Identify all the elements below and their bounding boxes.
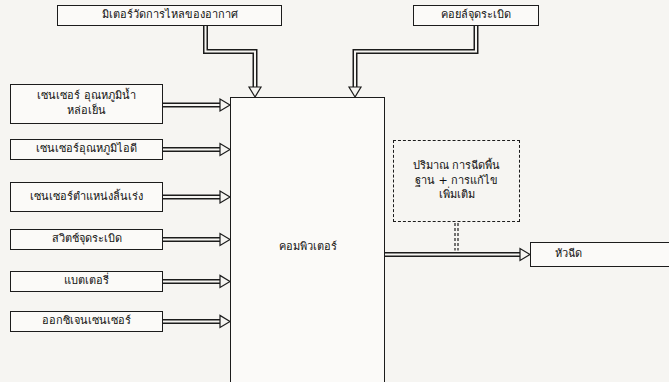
arrow-outline xyxy=(385,252,521,257)
signal-arrow xyxy=(163,144,230,156)
signal-arrow xyxy=(163,234,230,246)
arrow-head xyxy=(220,275,230,287)
node-label: เซนเซอร์อุณหภูมิไอดี xyxy=(36,142,137,157)
node-label: ปริมาณ การฉีดพื้นฐาน + การแก้ไขเพิ่มเติม xyxy=(409,159,505,204)
node-label: คอยล์จุดระเบิด xyxy=(441,8,511,23)
computer-box: คอมพิวเตอร์ xyxy=(230,97,385,382)
arrow-core xyxy=(385,254,521,256)
arrow-core xyxy=(163,149,221,151)
node-label: เซนเซอร์ อุณหภูมิน้ำหล่อเย็น xyxy=(28,89,146,119)
arrow-core xyxy=(163,320,221,322)
signal-arrow xyxy=(163,275,230,287)
arrow-head xyxy=(349,87,361,97)
arrow-head xyxy=(220,99,230,111)
node-label: ออกซิเจนเซนเซอร์ xyxy=(42,314,131,329)
node-label: คอมพิวเตอร์ xyxy=(279,240,337,255)
arrow-outline xyxy=(206,26,256,88)
injector-box: หัวฉีด xyxy=(530,242,669,267)
arrow-outline xyxy=(163,237,221,242)
dashed-leader xyxy=(454,223,455,251)
signal-arrow xyxy=(206,26,262,97)
arrow-core xyxy=(206,26,256,88)
sensor-box: มิเตอร์วัดการไหลของอากาศ xyxy=(57,5,282,26)
switch-box: สวิตช์จุดระเบิด xyxy=(10,229,163,250)
arrow-core xyxy=(355,26,476,88)
arrow-head xyxy=(249,87,261,97)
battery-box: แบตเตอรี่ xyxy=(10,271,163,292)
arrow-outline xyxy=(163,319,221,324)
dashed-leader xyxy=(457,223,458,251)
arrow-outline xyxy=(355,26,476,88)
arrow-head xyxy=(520,249,530,261)
node-label: แบตเตอรี่ xyxy=(64,274,109,289)
node-label: หัวฉีด xyxy=(555,247,582,262)
arrow-outline xyxy=(163,103,221,108)
arrow-core xyxy=(163,104,221,106)
arrow-head xyxy=(220,144,230,156)
signal-arrow xyxy=(349,26,476,97)
sensor-box: เซนเซอร์ อุณหภูมิน้ำหล่อเย็น xyxy=(10,84,163,124)
arrow-core xyxy=(163,239,221,241)
arrow-outline xyxy=(163,147,221,152)
arrow-head xyxy=(220,191,230,203)
signal-arrow xyxy=(163,191,230,203)
node-label: สวิตช์จุดระเบิด xyxy=(52,232,122,247)
node-label: เซนเซอร์ตำแหน่งลิ้นเร่ง xyxy=(30,190,143,205)
node-label: มิเตอร์วัดการไหลของอากาศ xyxy=(102,8,238,23)
actuator-box: คอยล์จุดระเบิด xyxy=(413,5,539,26)
arrow-head xyxy=(220,315,230,327)
arrow-outline xyxy=(163,279,221,284)
sensor-box: เซนเซอร์ตำแหน่งลิ้นเร่ง xyxy=(10,182,163,212)
arrow-core xyxy=(163,280,221,282)
sensor-box: เซนเซอร์อุณหภูมิไอดี xyxy=(10,139,163,160)
arrow-head xyxy=(220,234,230,246)
signal-arrow xyxy=(163,99,230,111)
signal-arrow xyxy=(163,315,230,327)
sensor-box: ออกซิเจนเซนเซอร์ xyxy=(10,311,163,332)
arrow-outline xyxy=(163,195,221,200)
calculation-box: ปริมาณ การฉีดพื้นฐาน + การแก้ไขเพิ่มเติม xyxy=(393,140,520,222)
arrow-core xyxy=(163,196,221,198)
